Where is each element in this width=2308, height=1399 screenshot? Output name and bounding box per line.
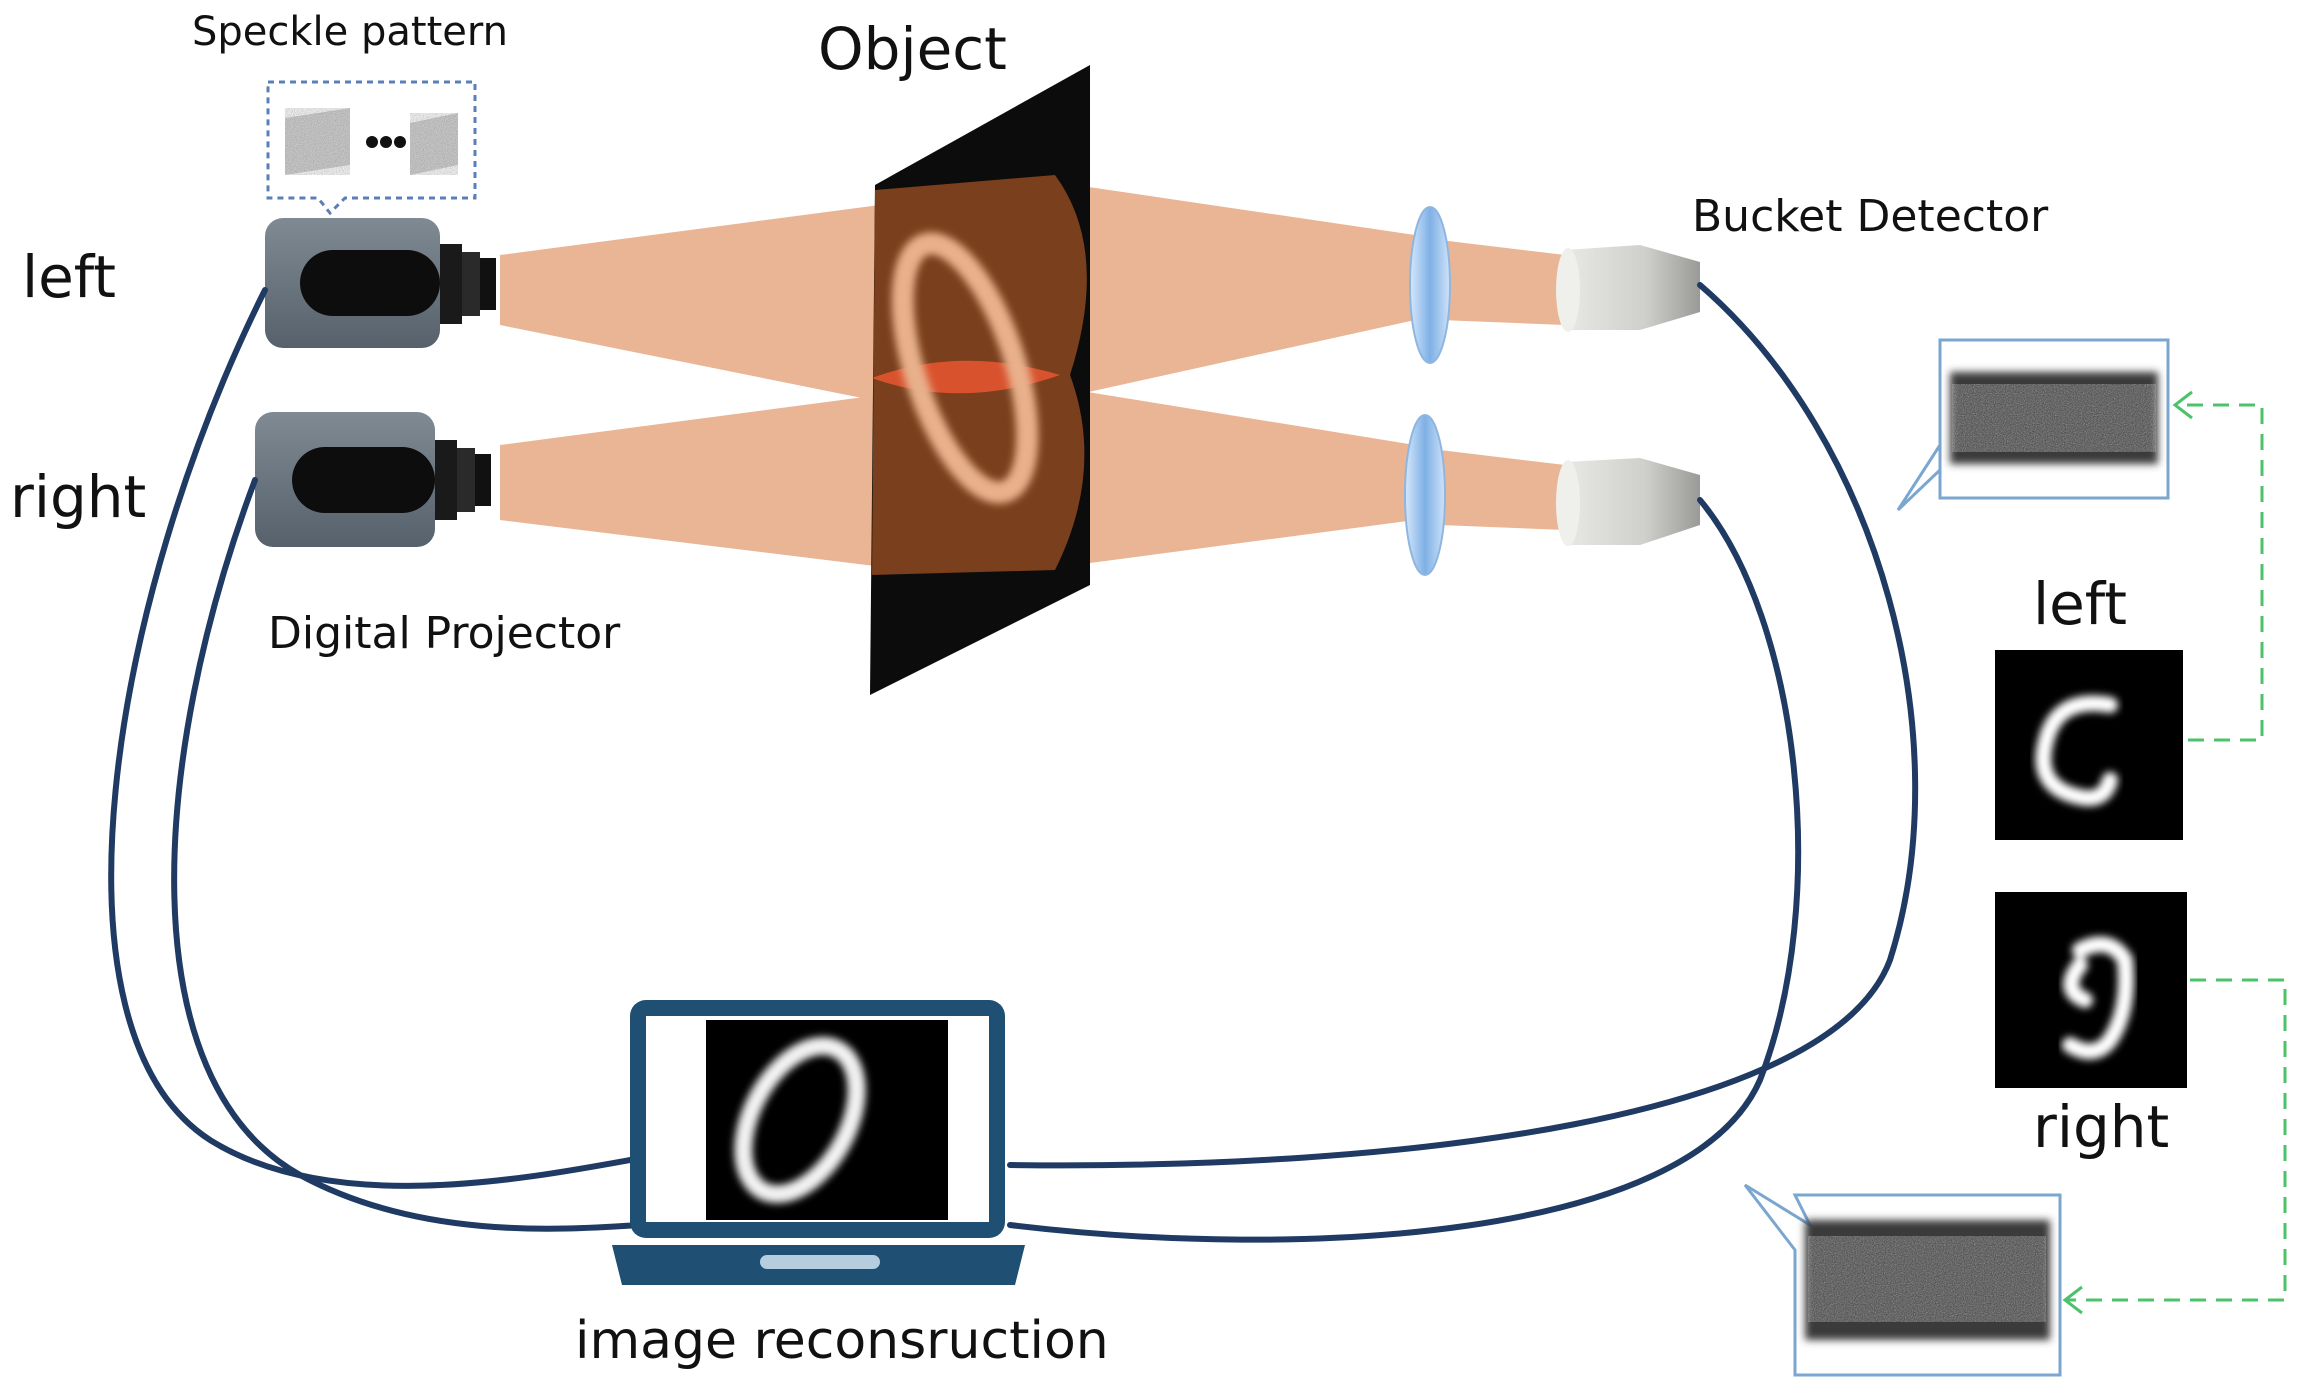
cable-upper-detector	[1007, 282, 1919, 1169]
speckle-pattern-callout	[266, 80, 477, 216]
reconstructed-digit	[734, 1036, 866, 1204]
cable-lower-detector	[1007, 497, 1802, 1243]
digital-projector-right	[255, 412, 491, 547]
digital-projector-left	[265, 218, 496, 348]
upper-focused-beam	[1440, 240, 1565, 325]
arrowhead-lower	[2062, 1285, 2083, 1315]
result-right-image	[1995, 892, 2187, 1088]
object-plate	[870, 65, 1090, 695]
right-projector-label: right	[10, 463, 147, 531]
object-label: Object	[818, 15, 1007, 83]
image-reconstruction-label: image reconsruction	[575, 1311, 1109, 1371]
object-digit	[891, 232, 1039, 504]
arrowhead-upper	[2172, 390, 2193, 420]
bucket-detector-label: Bucket Detector	[1692, 191, 2049, 242]
dashed-link-lower	[2065, 978, 2287, 1302]
lower-focused-beam	[1440, 450, 1565, 530]
cable-right-projector	[171, 477, 643, 1232]
upper-lens	[1409, 206, 1451, 364]
lower-lens	[1404, 414, 1446, 576]
dashed-links	[2065, 403, 2287, 1302]
bucket-detector-upper	[1556, 245, 1700, 332]
result-right-label: right	[2033, 1093, 2170, 1161]
cables	[108, 282, 1919, 1243]
signal-trace-lower	[1743, 1183, 2062, 1377]
lower-output-beam	[1075, 390, 1415, 565]
result-left-label: left	[2033, 570, 2127, 638]
digital-projector-label: Digital Projector	[268, 608, 621, 659]
signal-trace-upper	[1896, 338, 2170, 512]
speckle-pattern-icon	[285, 108, 458, 175]
speckle-pattern-label: Speckle pattern	[192, 9, 508, 55]
result-left-image	[1995, 650, 2183, 840]
dashed-link-upper	[2175, 403, 2264, 742]
cable-left-projector	[108, 287, 633, 1189]
upper-output-beam	[1075, 185, 1415, 395]
left-projector-label: left	[22, 243, 116, 311]
bucket-detector-lower	[1556, 458, 1700, 546]
laptop-icon	[612, 1000, 1025, 1285]
